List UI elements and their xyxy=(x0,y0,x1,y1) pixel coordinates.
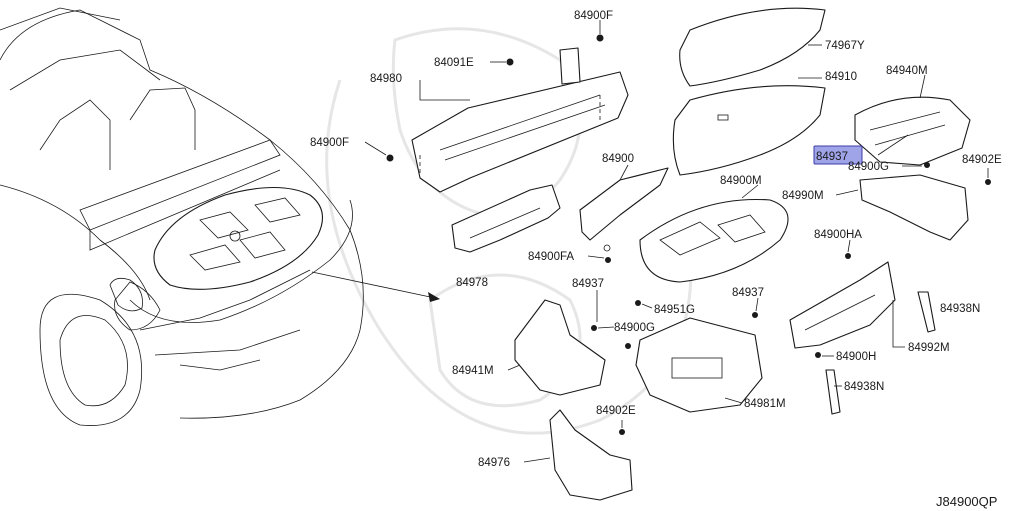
part-84978-bracket xyxy=(451,184,561,253)
label-84941M: 84941M xyxy=(452,365,494,377)
part-84980-finisher xyxy=(411,47,629,193)
car-to-parts-arrow xyxy=(311,271,436,299)
fasteners xyxy=(386,34,991,435)
label-84900HA: 84900HA xyxy=(814,229,862,241)
part-84910-board xyxy=(672,85,826,176)
label-84938N-bottom: 84938N xyxy=(844,381,884,393)
part-84900M-floor xyxy=(639,198,789,283)
label-84900FA: 84900FA xyxy=(528,251,574,263)
leader-lines xyxy=(364,20,989,463)
label-84091E: 84091E xyxy=(434,57,474,69)
label-84900F-left: 84900F xyxy=(310,137,349,149)
part-labels: 84900F 74967Y 84091E 84980 84910 84940M … xyxy=(310,10,1002,509)
label-84937-mid: 84937 xyxy=(572,278,604,290)
label-84938N-top: 84938N xyxy=(940,303,980,315)
part-84990M-panel xyxy=(859,174,969,241)
label-84900G-mid: 84900G xyxy=(614,322,655,334)
label-84900G-right: 84900G xyxy=(848,161,889,173)
car-rear-view xyxy=(0,7,364,426)
part-84941M-side xyxy=(514,299,606,396)
highlight-84937 xyxy=(813,145,863,165)
part-74967Y-mat xyxy=(679,7,826,87)
part-84992M-panel xyxy=(789,261,896,349)
part-84900-finisher xyxy=(579,167,669,252)
label-84976: 84976 xyxy=(478,457,510,469)
label-84937-right: 84937 xyxy=(732,287,764,299)
label-84951G: 84951G xyxy=(654,304,695,316)
label-84902E-bottom: 84902E xyxy=(596,405,636,417)
label-84981M: 84981M xyxy=(744,398,786,410)
label-84980: 84980 xyxy=(370,73,402,85)
arrow-head xyxy=(428,292,440,302)
label-84900F-top: 84900F xyxy=(574,10,613,22)
label-84900: 84900 xyxy=(602,153,634,165)
label-84900M: 84900M xyxy=(720,175,762,187)
label-84990M: 84990M xyxy=(782,190,824,202)
label-84900H: 84900H xyxy=(836,351,876,363)
part-84938N-clip-lower xyxy=(825,369,841,415)
part-84940M-panel xyxy=(854,96,971,166)
label-84978: 84978 xyxy=(456,277,488,289)
diagram-code: J84900QP xyxy=(936,494,997,509)
label-74967Y: 74967Y xyxy=(825,40,865,52)
label-84992M: 84992M xyxy=(908,342,950,354)
part-84976-bracket xyxy=(549,409,633,501)
label-84910: 84910 xyxy=(825,71,857,83)
label-84937-highlighted: 84937 xyxy=(816,151,848,163)
label-84940M: 84940M xyxy=(886,65,928,77)
label-84902E-right: 84902E xyxy=(962,154,1002,166)
part-84981M-tray xyxy=(635,317,763,413)
part-84938N-clip-upper xyxy=(917,291,936,333)
